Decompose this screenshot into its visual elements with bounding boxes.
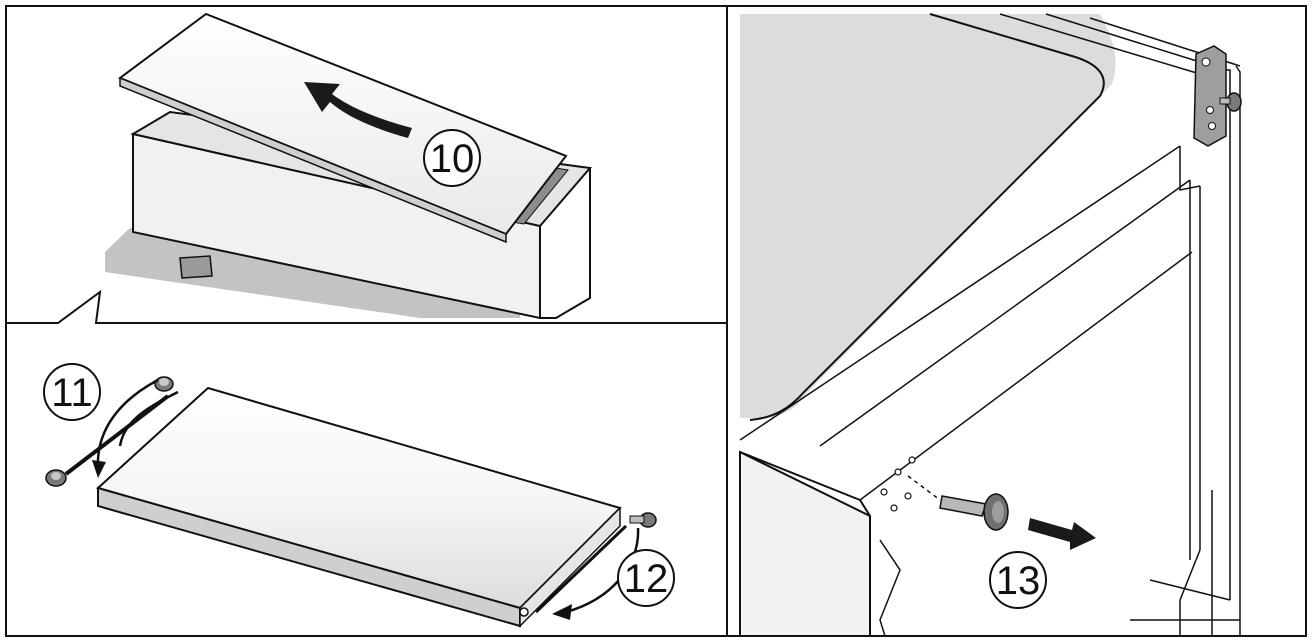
door-outline — [749, 13, 1105, 421]
screw-icon — [629, 512, 657, 528]
door-surface — [740, 14, 1116, 418]
cap-icon — [154, 376, 174, 392]
step-11-circle — [43, 363, 101, 421]
panel-steps-11-12: 11 12 — [43, 363, 675, 628]
step-12-number: 12 — [624, 557, 669, 601]
curved-arrow-icon — [304, 82, 412, 138]
panel-hole — [519, 607, 529, 617]
base-shadow — [105, 228, 520, 318]
cap-icon — [45, 469, 67, 487]
curved-arrow-icon — [96, 378, 159, 469]
curved-arrow-icon — [118, 390, 179, 447]
panel-step-13: 13 — [739, 13, 1242, 637]
step-11-number: 11 — [51, 371, 93, 415]
panel-step-10: 10 — [105, 12, 592, 320]
base-foot — [179, 255, 213, 279]
straight-arrow-icon — [534, 524, 628, 614]
lid-edge — [119, 76, 507, 244]
cover-panel-end — [519, 506, 621, 628]
step-13-circle — [989, 551, 1047, 609]
hinge-icon — [1193, 45, 1242, 147]
straight-arrow-icon — [1028, 518, 1096, 550]
screw-icon — [939, 493, 1009, 531]
step-13-number: 13 — [996, 559, 1041, 603]
step-10-number: 10 — [430, 137, 475, 181]
front-lower-box — [739, 450, 871, 637]
straight-arrow-icon — [64, 394, 170, 476]
mounting-holes — [880, 456, 916, 512]
step-12-circle — [617, 549, 675, 607]
step-10-circle — [423, 129, 481, 187]
frame — [5, 5, 1307, 637]
